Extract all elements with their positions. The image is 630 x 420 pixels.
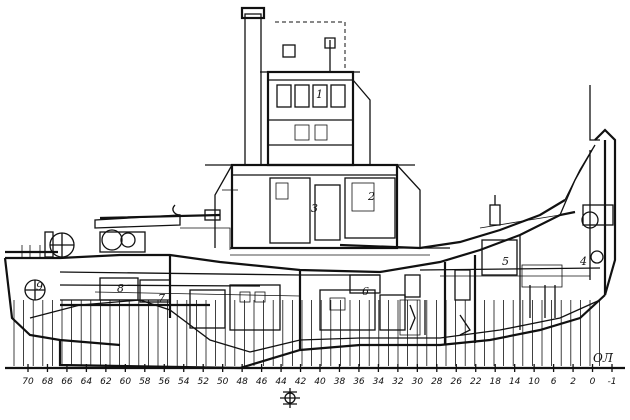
scale-tick-label: 30 <box>412 377 424 387</box>
scale-tick-label: 54 <box>178 377 190 387</box>
callout-3: 3 <box>311 202 318 215</box>
deckhouse <box>205 6 421 250</box>
scale-tick-label: 64 <box>81 377 93 387</box>
scale-tick-label: 50 <box>217 377 229 387</box>
scale-tick-label: 36 <box>353 377 365 387</box>
midship-frame-mark <box>280 388 300 408</box>
scale-tick-label: 44 <box>275 377 287 387</box>
scale-tick-label: 60 <box>120 377 132 387</box>
scale-tick-label: 40 <box>314 377 326 387</box>
scale-tick-label: 28 <box>431 377 443 387</box>
deck-equipment <box>21 85 614 264</box>
scale-tick-label: 26 <box>451 377 463 387</box>
callout-2: 2 <box>367 190 375 203</box>
callout-7: 7 <box>158 292 165 305</box>
scale-tick-label: 70 <box>22 377 34 387</box>
callouts: 1 2 3 4 5 6 7 8 9 <box>36 88 587 305</box>
callout-9: 9 <box>36 280 43 293</box>
frame-lines <box>13 300 600 366</box>
scale-tick-label: 62 <box>100 377 112 387</box>
scale-tick-label: 34 <box>373 377 385 387</box>
callout-5: 5 <box>502 255 509 268</box>
scale-tick-label: 6 <box>551 377 557 387</box>
scale-tick-label: 48 <box>236 377 248 387</box>
scale-tick-label: 32 <box>392 377 404 387</box>
baseline-label: ОЛ <box>593 351 614 365</box>
scale-tick-label: 18 <box>489 377 501 387</box>
scale-tick-label: 14 <box>509 377 521 387</box>
scale-tick-label: -1 <box>608 377 617 387</box>
callout-6: 6 <box>362 285 369 298</box>
scale-tick-label: 66 <box>61 377 73 387</box>
callout-4: 4 <box>579 255 587 268</box>
scale-tick-label: 10 <box>528 377 540 387</box>
scale-tick-label: 52 <box>197 377 209 387</box>
scale-tick-label: 2 <box>570 377 576 387</box>
machinery <box>24 235 563 350</box>
scale-tick-label: 46 <box>256 377 268 387</box>
scale-tick-label: 22 <box>470 377 482 387</box>
callout-1: 1 <box>316 88 323 101</box>
callout-8: 8 <box>117 282 124 295</box>
scale-tick-label: 0 <box>590 377 596 387</box>
scale-tick-label: 56 <box>159 377 171 387</box>
scale-tick-label: 68 <box>42 377 54 387</box>
hull <box>3 128 617 370</box>
scale-tick-label: 58 <box>139 377 151 387</box>
scale-tick-label: 42 <box>295 377 307 387</box>
scale-tick-label: 38 <box>334 377 346 387</box>
